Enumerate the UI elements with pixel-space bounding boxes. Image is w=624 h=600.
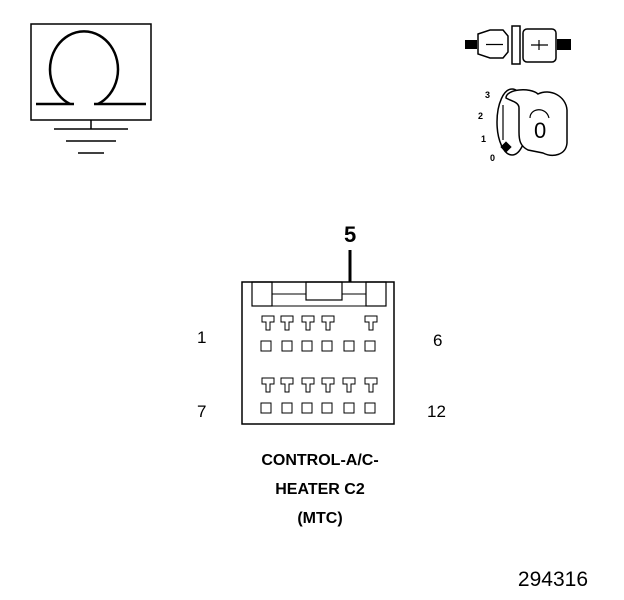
figure-number: 294316 [518,568,588,591]
connector-title-line-3: (MTC) [297,510,342,527]
key-position-2: 2 [478,111,483,121]
ground-icon [54,120,128,154]
omega-icon [36,30,146,106]
pin-label-6: 6 [433,331,442,350]
pin-label-12: 12 [427,402,446,421]
connector-title-line-2: HEATER C2 [275,481,365,498]
terminal-row-1 [260,315,378,352]
pin-label-7: 7 [197,402,206,421]
key-label: 0 [534,118,546,143]
terminal-row-2 [260,377,378,414]
ohmmeter-symbol [30,23,152,154]
connector-face [241,281,395,425]
callout-pin-number: 5 [344,222,356,247]
key-position-3: 3 [485,90,490,100]
key-position-1: 1 [481,134,486,144]
ignition-key-icon: 3 2 1 0 0 [478,88,568,163]
connector-title-line-1: CONTROL-A/C- [261,452,378,469]
pin-label-1: 1 [197,328,206,347]
connector-disconnect-icon [465,25,571,65]
key-position-0: 0 [490,153,495,163]
